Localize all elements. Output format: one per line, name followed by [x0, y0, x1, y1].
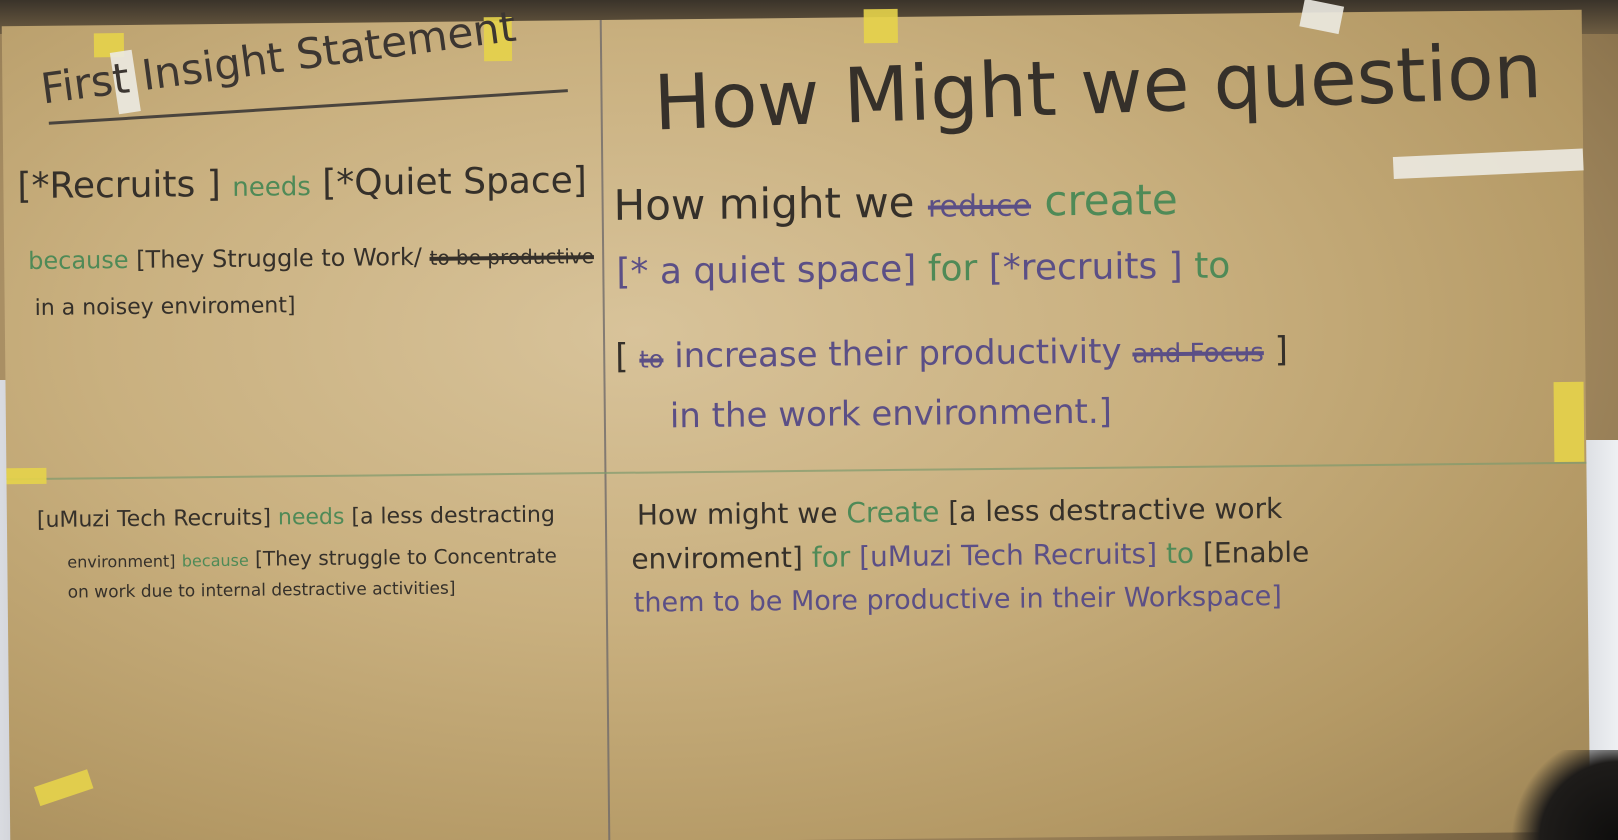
insight2-because: because	[181, 550, 249, 571]
insight2-needs: needs	[277, 504, 345, 531]
insight2-need: [a less destracting	[351, 502, 556, 530]
tape-piece	[863, 8, 898, 44]
hmw-open-bracket: [	[615, 336, 629, 377]
hmw2-to: to	[1165, 536, 1195, 571]
insight-line-3: in a noisey enviroment]	[34, 293, 296, 321]
insight2-environment: environment]	[67, 551, 176, 572]
hmw-line-3: [ to increase their productivity and Foc…	[615, 329, 1289, 377]
vertical-divider-line	[599, 20, 611, 840]
hmw-title: How Might we question	[652, 25, 1544, 148]
hmw-increase-productivity: increase their productivity	[674, 331, 1122, 377]
insight2-line-1: [uMuzi Tech Recruits] needs [a less dest…	[37, 503, 555, 534]
hmw2-how-might-we: How might we	[636, 496, 838, 532]
tape-piece	[1392, 148, 1584, 180]
hmw-line-4: in the work environment.]	[669, 391, 1113, 437]
hmw2-line-2: enviroment] for [uMuzi Tech Recruits] to…	[631, 535, 1310, 576]
insight-user: [*Recruits ]	[17, 164, 221, 208]
hmw-struck-focus: and Focus	[1132, 338, 1265, 370]
insight2-line-2: environment] because [They struggle to C…	[67, 543, 557, 573]
hmw2-line-3: them to be More productive in their Work…	[633, 580, 1283, 619]
hmw-for: for	[927, 248, 978, 290]
insight2-reason: [They struggle to Concentrate	[254, 543, 557, 571]
hmw-line-1: How might we reduce create	[613, 174, 1178, 230]
insight-needs: needs	[232, 172, 311, 203]
hmw2-line-1: How might we Create [a less destractive …	[636, 491, 1283, 532]
insight-line-2: because [They Struggle to Work/ to be pr…	[28, 242, 594, 276]
hmw-struck-to: to	[639, 345, 664, 374]
hmw2-enable: [Enable	[1202, 535, 1310, 570]
hmw-close-bracket: ]	[1274, 329, 1289, 370]
hmw2-create: Create	[846, 495, 940, 530]
hmw-struck-reduce: reduce	[927, 188, 1032, 225]
insight-struck-text: to be productive	[429, 244, 595, 270]
insight-need: [*Quiet Space]	[322, 160, 588, 204]
tape-piece	[1299, 0, 1345, 35]
insight-reason: [They Struggle to Work/	[136, 242, 423, 274]
dark-corner-shadow	[1508, 750, 1618, 840]
hmw-recruits: [*recruits ]	[988, 245, 1183, 289]
hmw-how-might-we: How might we	[613, 177, 915, 230]
hmw2-recruits: [uMuzi Tech Recruits]	[858, 537, 1158, 574]
hmw-create: create	[1044, 174, 1178, 226]
insight-line-1: [*Recruits ] needs [*Quiet Space]	[17, 160, 587, 207]
hmw-to: to	[1193, 245, 1231, 287]
hmw2-less-destractive: [a less destractive work	[948, 491, 1283, 529]
tape-piece	[6, 467, 47, 485]
hmw2-for: for	[811, 540, 851, 574]
insight2-line-3: on work due to internal destractive acti…	[67, 578, 456, 603]
hmw-line-2: [* a quiet space] for [*recruits ] to	[616, 245, 1230, 293]
tape-piece	[1553, 381, 1585, 463]
hmw-quiet-space: [* a quiet space]	[616, 248, 917, 293]
horizontal-divider-line	[6, 461, 1587, 481]
insight2-user: [uMuzi Tech Recruits]	[36, 505, 272, 533]
hmw2-enviroment: enviroment]	[631, 540, 804, 576]
insight-because: because	[28, 245, 129, 276]
tape-piece	[33, 769, 94, 807]
